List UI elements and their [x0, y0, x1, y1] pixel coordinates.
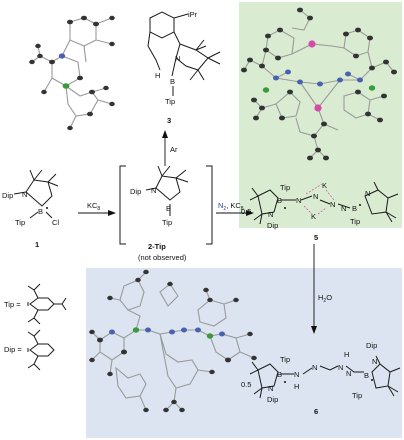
arrow-ar: Ar	[162, 130, 178, 166]
factor-label-6: 0.5	[241, 380, 251, 389]
boron-label-5-right: B	[352, 204, 357, 213]
blue-panel	[86, 268, 402, 438]
compound-number-6: 6	[314, 407, 318, 416]
factor-label-5: 0.5	[241, 207, 251, 216]
n-label-6-d: N	[346, 369, 351, 378]
structure-3: iPr N H B Tip 3	[147, 10, 221, 125]
cl-label-1: Cl	[52, 218, 59, 227]
ortep-structure-3	[29, 15, 115, 131]
structure-1: Dip N B Tip Cl 1	[2, 169, 59, 249]
h-label-6-right: H	[344, 350, 349, 359]
compound-number-2: 2-Tip	[148, 242, 166, 251]
n-label-6-a: N	[294, 370, 299, 379]
n-label-6-b: N	[312, 363, 317, 372]
tip-label-1: Tip	[15, 218, 25, 227]
tip-label-5-top: Tip	[280, 183, 290, 192]
ortep-structure-5	[241, 7, 397, 161]
compound-number-3: 3	[167, 116, 171, 125]
h2o-reagent: H2O	[318, 293, 332, 304]
arrow-n2-kc8: N2, KC8	[216, 201, 254, 216]
dip-def-label: Dip =	[4, 345, 22, 354]
dip-label-6-left: Dip	[267, 395, 278, 404]
dip-label-6-right: Dip	[366, 341, 377, 350]
boron-label-5-left: B	[277, 196, 282, 205]
arrow-kc8-1: KC8	[78, 201, 116, 216]
n-label-6-right: N	[372, 357, 377, 366]
tip-label-6-top: Tip	[280, 355, 290, 364]
boron-label-2: B	[166, 204, 171, 213]
n-label-6-c: N	[338, 363, 343, 372]
structure-6: 0.5 Tip B N Dip N H N N H N Dip N B Tip …	[241, 341, 401, 416]
n-label-5-right: N	[365, 189, 370, 198]
n-label-1: N	[22, 190, 27, 199]
ar-reagent: Ar	[170, 145, 178, 154]
n-label-5-b: N	[313, 192, 318, 201]
not-observed-note: (not observed)	[138, 253, 187, 262]
tip-label-5-bottom: Tip	[350, 217, 360, 226]
tip-label-2: Tip	[162, 218, 172, 227]
dip-label-1: Dip	[2, 191, 13, 200]
n-label-6-left: N	[268, 384, 273, 393]
dip-label-2: Dip	[130, 187, 141, 196]
tip-definition: Tip =	[4, 283, 67, 325]
n-label-5-d: N	[341, 204, 346, 213]
n-label-3: N	[175, 54, 180, 63]
n-label-2: N	[151, 186, 156, 195]
n-label-5-left: N	[268, 210, 273, 219]
boron-label-3: B	[170, 77, 175, 86]
boron-label-1: B	[38, 207, 43, 216]
h-label-3: H	[155, 71, 160, 80]
tip-def-label: Tip =	[4, 300, 21, 309]
n-label-5-a: N	[296, 196, 301, 205]
tip-label-3: Tip	[165, 97, 175, 106]
k-label-5-top: K	[322, 181, 327, 190]
ortep-structure-6	[89, 269, 257, 413]
compound-number-5: 5	[314, 233, 318, 242]
ipr-label: iPr	[188, 10, 198, 19]
tip-label-6-bottom: Tip	[352, 391, 362, 400]
arrow-h2o: H2O	[311, 244, 332, 334]
k-label-5-bottom: K	[311, 212, 316, 221]
dip-label-5: Dip	[267, 221, 278, 230]
boron-label-6-left: B	[277, 370, 282, 379]
h-label-6-left: H	[294, 382, 299, 391]
dip-definition: Dip =	[4, 329, 55, 371]
structure-5: 0.5 Tip B N Dip N N N K K N B N Tip 5	[241, 181, 399, 242]
boron-label-6-right: B	[364, 371, 369, 380]
n2-kc8-reagent: N2, KC8	[218, 201, 244, 212]
compound-number-1: 1	[35, 240, 39, 249]
structure-2-tip: Dip N B Tip 2-Tip (not observed)	[119, 165, 213, 262]
kc8-reagent-1: KC8	[87, 201, 100, 212]
n-label-5-c: N	[330, 200, 335, 209]
